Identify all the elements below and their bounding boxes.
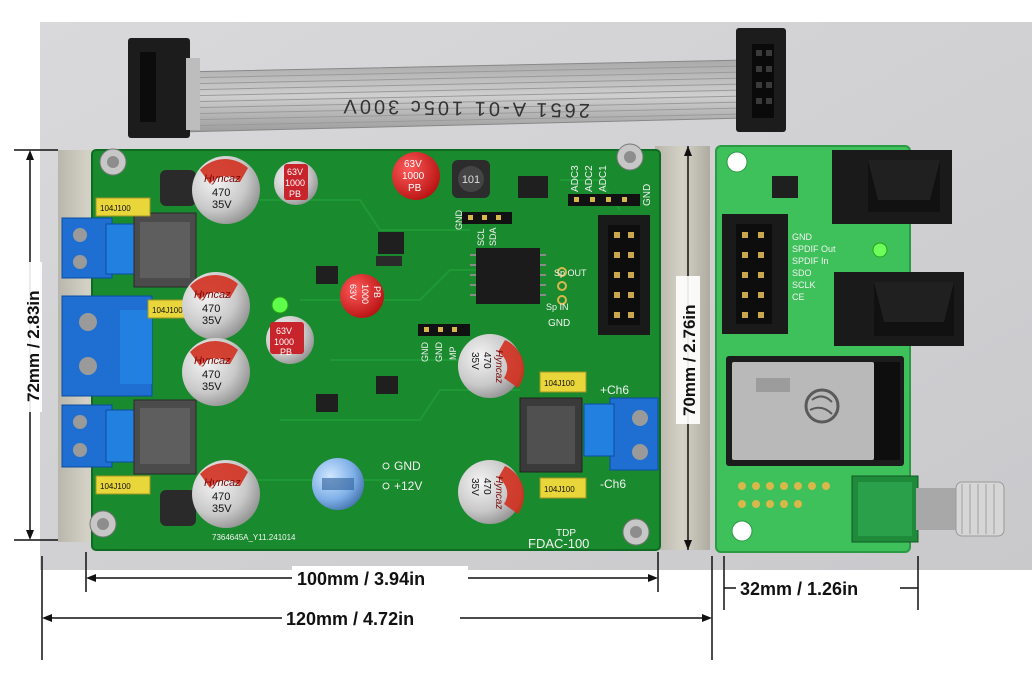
pb-cap-2: 63V 1000 PB bbox=[392, 152, 440, 200]
film-cap-label: 104J100 bbox=[544, 485, 575, 494]
svg-text:63V: 63V bbox=[287, 167, 303, 177]
svg-text:35V: 35V bbox=[469, 352, 480, 370]
gnd1-label: GND bbox=[420, 342, 430, 363]
side-gnd-label: GND bbox=[792, 232, 813, 242]
svg-text:Hyncaz: Hyncaz bbox=[194, 289, 231, 301]
adc3-label: ADC3 bbox=[570, 165, 581, 192]
svg-text:63V: 63V bbox=[404, 159, 422, 170]
side-sdo-label: SDO bbox=[792, 268, 812, 278]
pb-cap-1: 63V 1000 PB bbox=[274, 161, 318, 205]
ch6-minus-label: -Ch6 bbox=[600, 477, 626, 491]
film-cap-label: 104J100 bbox=[100, 204, 131, 213]
gnd-sp-label: GND bbox=[548, 318, 570, 329]
hyncaz-cap-1: Hyncaz 470 35V bbox=[192, 156, 260, 224]
gnd-header-label: GND bbox=[642, 184, 653, 206]
ribbon-cable: 2651 A-01 105c 300V bbox=[128, 28, 786, 138]
svg-text:470: 470 bbox=[481, 478, 492, 495]
sda-label: SDA bbox=[488, 227, 498, 246]
side-ce-label: CE bbox=[792, 292, 805, 302]
dim-32mm-label: 32mm / 1.26in bbox=[740, 579, 858, 599]
pb-cap-4: 63V 1000 PB bbox=[266, 316, 314, 364]
main-pcb: 104J100 104J100 104J100 104J100 104J100 … bbox=[61, 143, 661, 551]
svg-text:1000: 1000 bbox=[274, 337, 294, 347]
hyncaz-cap-4: Hyncaz 470 35V bbox=[192, 460, 260, 528]
svg-text:PB: PB bbox=[372, 286, 382, 298]
side-pcb: GND SPDIF Out SPDIF In SDO SCLK CE bbox=[715, 145, 1005, 553]
sp-out-label: Sp OUT bbox=[554, 268, 587, 278]
svg-text:35V: 35V bbox=[202, 381, 222, 393]
pot-knob bbox=[955, 481, 1005, 537]
dim-120mm-label: 120mm / 4.72in bbox=[286, 609, 414, 629]
svg-text:35V: 35V bbox=[212, 199, 232, 211]
hyncaz-cap-3: Hyncaz 470 35V bbox=[182, 338, 250, 406]
svg-text:PB: PB bbox=[280, 347, 292, 357]
terminal-block-ch6 bbox=[583, 397, 659, 471]
tdp-label: TDP bbox=[556, 528, 576, 539]
svg-text:470: 470 bbox=[212, 187, 230, 199]
terminal-block-top bbox=[61, 217, 137, 279]
cable-print: 2651 A-01 105c 300V bbox=[340, 95, 590, 121]
side-spdif-out-label: SPDIF Out bbox=[792, 244, 836, 254]
hyncaz-cap-6: 35V 470 Hyncaz bbox=[458, 460, 525, 524]
adc1-label: ADC1 bbox=[598, 165, 609, 192]
svg-text:63V: 63V bbox=[276, 326, 292, 336]
dim-70mm-label: 70mm / 2.76in bbox=[680, 304, 699, 416]
scl-label: SCL bbox=[476, 228, 486, 246]
mp-label: MP bbox=[448, 347, 458, 361]
svg-text:Hyncaz: Hyncaz bbox=[493, 350, 504, 383]
led-side bbox=[872, 242, 888, 258]
plus12v-label: +12V bbox=[394, 479, 422, 493]
svg-text:Hyncaz: Hyncaz bbox=[493, 476, 504, 509]
svg-text:PB: PB bbox=[408, 183, 422, 194]
svg-text:Hyncaz: Hyncaz bbox=[204, 173, 241, 185]
svg-text:1000: 1000 bbox=[402, 171, 425, 182]
gnd2-label: GND bbox=[434, 342, 444, 363]
side-sclk-label: SCLK bbox=[792, 280, 816, 290]
hyncaz-cap-2: Hyncaz 470 35V bbox=[182, 272, 250, 340]
svg-text:1000: 1000 bbox=[285, 178, 305, 188]
pb-cap-3: 63V 1000 PB bbox=[340, 274, 384, 318]
svg-text:63V: 63V bbox=[348, 284, 358, 300]
espressif-logo-icon bbox=[804, 388, 840, 424]
adc2-label: ADC2 bbox=[584, 165, 595, 192]
model-label: FDAC-100 bbox=[528, 536, 589, 551]
terminal-block-bottom bbox=[61, 404, 137, 468]
standoffs bbox=[89, 143, 650, 546]
svg-text:35V: 35V bbox=[202, 315, 222, 327]
svg-text:35V: 35V bbox=[212, 503, 232, 515]
dim-72mm-label: 72mm / 2.83in bbox=[24, 290, 43, 402]
terminal-block-middle bbox=[61, 295, 153, 397]
svg-text:470: 470 bbox=[202, 369, 220, 381]
svg-text:Hyncaz: Hyncaz bbox=[194, 355, 231, 367]
serial-label: 7364645A_Y11.241014 bbox=[212, 533, 296, 542]
svg-text:PB: PB bbox=[289, 189, 301, 199]
film-cap-label: 104J100 bbox=[100, 482, 131, 491]
gnd-label: GND bbox=[394, 459, 421, 473]
main-ic bbox=[476, 248, 540, 304]
led-main bbox=[271, 296, 289, 314]
film-cap-label: 104J100 bbox=[152, 306, 183, 315]
svg-text:470: 470 bbox=[202, 303, 220, 315]
svg-text:470: 470 bbox=[481, 352, 492, 369]
dim-100mm-label: 100mm / 3.94in bbox=[297, 569, 425, 589]
svg-text:35V: 35V bbox=[469, 478, 480, 496]
side-spdif-in-label: SPDIF In bbox=[792, 256, 829, 266]
svg-text:470: 470 bbox=[212, 491, 230, 503]
hyncaz-cap-5: 35V 470 Hyncaz bbox=[458, 334, 525, 398]
ch6-plus-label: +Ch6 bbox=[600, 383, 629, 397]
svg-text:1000: 1000 bbox=[360, 284, 370, 304]
inductor-label: 101 bbox=[462, 174, 480, 186]
gnd-i2c-label: GND bbox=[454, 210, 464, 231]
film-cap-label: 104J100 bbox=[544, 379, 575, 388]
sp-in-label: Sp IN bbox=[546, 302, 569, 312]
svg-text:Hyncaz: Hyncaz bbox=[204, 477, 241, 489]
